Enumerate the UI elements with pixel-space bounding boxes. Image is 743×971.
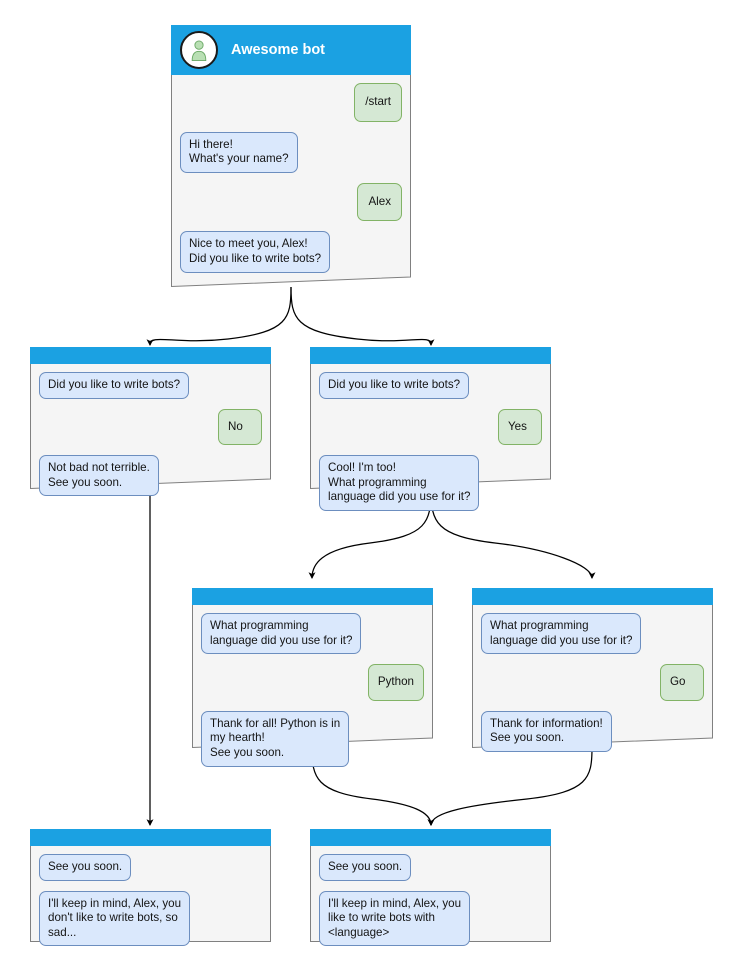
bot-message-bubble[interactable]: Thank for all! Python is in my hearth! S… — [201, 710, 350, 767]
bot-message-bubble[interactable]: What programming language did you use fo… — [201, 613, 362, 655]
person-avatar-icon — [180, 31, 218, 69]
message-row: Thank for information! See you soon. — [481, 710, 704, 752]
message-row: Did you like to write bots? — [39, 372, 262, 399]
bot-message-bubble[interactable]: What programming language did you use fo… — [481, 613, 642, 655]
user-message-bubble[interactable]: /start — [354, 83, 402, 122]
message-row: See you soon. — [319, 854, 542, 881]
message-row: Hi there! What's your name? — [180, 131, 402, 173]
message-row: Alex — [180, 182, 402, 222]
node-python-branch[interactable]: What programming language did you use fo… — [192, 588, 433, 767]
message-row: Did you like to write bots? — [319, 372, 542, 399]
chat-body: See you soon. I'll keep in mind, Alex, y… — [310, 846, 551, 960]
chat-header — [30, 829, 271, 846]
chat-header — [472, 588, 713, 605]
user-message-bubble[interactable]: No — [218, 408, 262, 446]
node-end-sad[interactable]: See you soon. I'll keep in mind, Alex, y… — [30, 829, 271, 947]
chat-body: Did you like to write bots? No Not bad n… — [30, 364, 271, 510]
message-row: Go — [481, 664, 704, 701]
chat-header — [192, 588, 433, 605]
bot-message-bubble[interactable]: Not bad not terrible. See you soon. — [39, 455, 159, 497]
node-yes-branch[interactable]: Did you like to write bots? Yes Cool! I'… — [310, 347, 551, 511]
bot-message-bubble[interactable]: I'll keep in mind, Alex, you don't like … — [39, 890, 191, 947]
user-message-bubble[interactable]: Alex — [357, 182, 402, 222]
message-row: No — [39, 408, 262, 446]
bot-message-bubble[interactable]: Did you like to write bots? — [319, 372, 470, 399]
user-message-bubble[interactable]: Go — [660, 664, 704, 701]
message-row: See you soon. — [39, 854, 262, 881]
bot-message-bubble[interactable]: Did you like to write bots? — [39, 372, 190, 399]
message-row: Cool! I'm too! What programming language… — [319, 455, 542, 511]
message-row: I'll keep in mind, Alex, you don't like … — [39, 890, 262, 947]
message-row: Yes — [319, 408, 542, 446]
message-row: Not bad not terrible. See you soon. — [39, 455, 262, 497]
user-message-bubble[interactable]: Python — [367, 664, 424, 701]
chat-body: What programming language did you use fo… — [192, 605, 433, 781]
edge-root-to-no — [146, 286, 292, 346]
message-row: Nice to meet you, Alex! Did you like to … — [180, 231, 402, 273]
node-root[interactable]: Awesome bot /start Hi there! What's your… — [171, 25, 411, 287]
message-row: I'll keep in mind, Alex, you like to wri… — [319, 890, 542, 947]
bot-message-bubble[interactable]: I'll keep in mind, Alex, you like to wri… — [319, 890, 471, 947]
chat-header — [310, 829, 551, 846]
message-row: What programming language did you use fo… — [201, 613, 424, 655]
message-row: Thank for all! Python is in my hearth! S… — [201, 710, 424, 767]
bot-message-bubble[interactable]: Nice to meet you, Alex! Did you like to … — [180, 231, 331, 273]
user-message-bubble[interactable]: Yes — [498, 408, 542, 446]
edge-root-to-yes — [290, 286, 435, 346]
chat-body: /start Hi there! What's your name? Alex … — [171, 75, 411, 287]
chat-body: See you soon. I'll keep in mind, Alex, y… — [30, 846, 271, 960]
bot-title: Awesome bot — [231, 42, 326, 58]
chat-body: Did you like to write bots? Yes Cool! I'… — [310, 364, 551, 525]
message-row: /start — [180, 83, 402, 122]
bot-message-bubble[interactable]: Hi there! What's your name? — [180, 131, 298, 173]
node-no-branch[interactable]: Did you like to write bots? No Not bad n… — [30, 347, 271, 497]
bot-message-bubble[interactable]: See you soon. — [319, 854, 412, 881]
chat-header: Awesome bot — [171, 25, 411, 75]
bot-message-bubble[interactable]: Cool! I'm too! What programming language… — [319, 455, 480, 511]
chat-header — [310, 347, 551, 364]
bot-message-bubble[interactable]: Thank for information! See you soon. — [481, 710, 612, 752]
message-row: Python — [201, 664, 424, 701]
chat-body: What programming language did you use fo… — [472, 605, 713, 766]
message-row: What programming language did you use fo… — [481, 613, 704, 655]
node-go-branch[interactable]: What programming language did you use fo… — [472, 588, 713, 752]
bot-message-bubble[interactable]: See you soon. — [39, 854, 132, 881]
chat-header — [30, 347, 271, 364]
node-end-happy[interactable]: See you soon. I'll keep in mind, Alex, y… — [310, 829, 551, 947]
